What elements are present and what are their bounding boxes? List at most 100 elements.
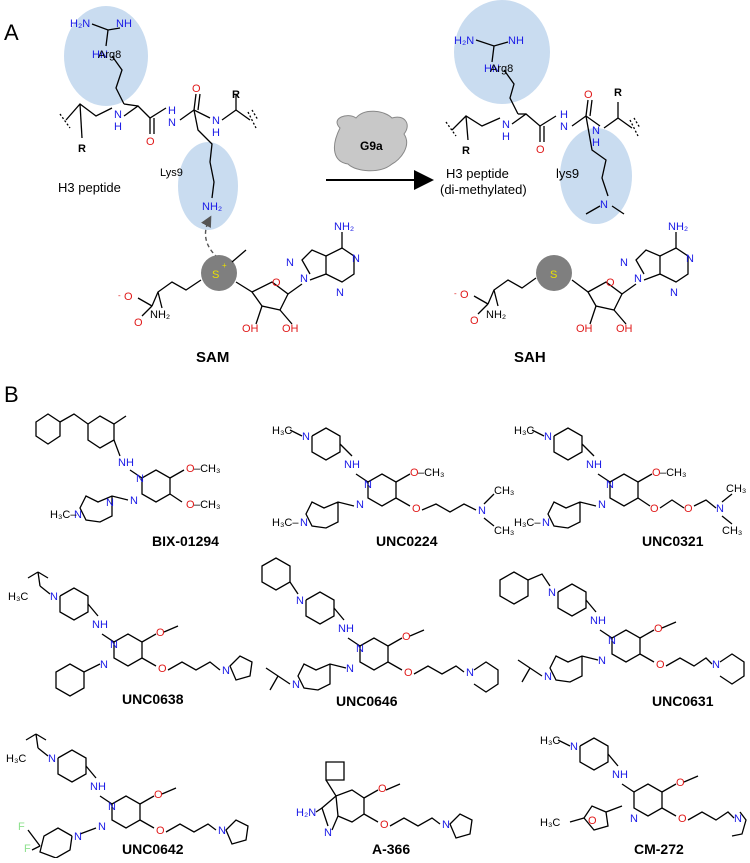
svg-text:O: O — [460, 289, 469, 301]
svg-text:N: N — [598, 655, 606, 667]
svg-text:O: O — [654, 623, 663, 635]
svg-text:N: N — [364, 479, 372, 491]
svg-text:O: O — [378, 783, 387, 795]
compound-name: UNC0321 — [642, 533, 704, 549]
lys9-highlight-product — [560, 128, 632, 224]
svg-text:N: N — [634, 273, 642, 285]
compound-name: UNC0638 — [122, 691, 184, 707]
svg-text:CH₃: CH₃ — [726, 483, 746, 495]
svg-text:OH: OH — [282, 323, 299, 335]
compound-structure-a366: H₂N N O O N — [296, 761, 473, 839]
svg-text:N: N — [620, 257, 628, 269]
svg-text:H₃C: H₃C — [6, 753, 26, 765]
svg-text:CH₃: CH₃ — [494, 525, 514, 537]
svg-text:N: N — [544, 671, 552, 683]
svg-text:N: N — [548, 587, 556, 599]
svg-text:N: N — [544, 431, 552, 443]
svg-text:N: N — [110, 639, 118, 651]
compound-name: UNC0646 — [336, 693, 398, 709]
svg-text:F: F — [24, 843, 31, 855]
svg-text:O: O — [584, 89, 593, 101]
svg-text:OH: OH — [576, 323, 593, 335]
svg-text:N: N — [598, 499, 606, 511]
svg-text:O: O — [652, 467, 661, 479]
svg-text:R: R — [232, 89, 240, 101]
sah-label: SAH — [514, 349, 546, 366]
svg-text:–CH₃: –CH₃ — [418, 467, 445, 479]
svg-text:O: O — [272, 277, 281, 289]
panel-b-label: B — [4, 382, 19, 407]
svg-text:N: N — [606, 479, 614, 491]
svg-text:O: O — [186, 463, 195, 475]
h3-peptide-label: H3 peptide — [58, 180, 121, 195]
svg-text:N: N — [570, 741, 578, 753]
svg-text:O: O — [124, 291, 133, 303]
svg-text:N: N — [98, 821, 106, 833]
compound-structure-cm272: H₃C N NH N O O N O H₃C — [540, 735, 747, 837]
svg-text:H₃C: H₃C — [8, 591, 28, 603]
svg-text:N: N — [286, 257, 294, 269]
product-label-line2: (di-methylated) — [440, 182, 527, 197]
sam-structure: S + NH₂ O - O O OH OH N N NH₂ N N — [118, 221, 360, 335]
svg-text:N: N — [130, 495, 138, 507]
svg-text:S: S — [550, 269, 557, 281]
svg-text:NH: NH — [118, 457, 134, 469]
svg-text:O: O — [536, 144, 545, 156]
svg-text:N: N — [222, 665, 230, 677]
svg-text:O: O — [154, 789, 163, 801]
svg-text:O: O — [676, 777, 685, 789]
svg-text:H: H — [592, 137, 600, 149]
svg-text:+: + — [222, 261, 227, 270]
svg-text:N: N — [50, 591, 58, 603]
svg-text:N: N — [466, 667, 474, 679]
svg-text:N: N — [716, 503, 724, 515]
svg-text:O: O — [158, 663, 167, 675]
svg-text:N: N — [542, 517, 550, 529]
svg-text:O: O — [650, 503, 659, 515]
svg-text:N: N — [100, 659, 108, 671]
svg-text:H₃C: H₃C — [540, 735, 560, 747]
svg-text:O: O — [678, 813, 687, 825]
svg-text:N: N — [712, 659, 720, 671]
svg-text:CH₃: CH₃ — [722, 525, 742, 537]
svg-text:N: N — [630, 813, 638, 825]
svg-text:O: O — [134, 317, 143, 329]
svg-text:N: N — [592, 125, 600, 137]
compound-structure-unc0646: N NH N N O O N N — [261, 557, 499, 693]
lys9-label-right: lys9 — [556, 166, 579, 181]
svg-text:R: R — [78, 143, 86, 155]
svg-text:O: O — [588, 815, 597, 827]
svg-text:O: O — [402, 631, 411, 643]
svg-text:OH: OH — [616, 323, 633, 335]
compound-structure-unc0642: H₃C N NH N N O O N N F F — [6, 733, 249, 859]
compound-structure-unc0224: H₃C N NH N N O –CH₃ O N CH₃ CH₃ N H₃C– — [272, 425, 514, 537]
compound-name: CM-272 — [634, 841, 684, 857]
arg8-label-right: Arg8 — [490, 63, 513, 75]
svg-text:H: H — [114, 121, 122, 133]
svg-text:O: O — [380, 819, 389, 831]
svg-text:O: O — [146, 136, 155, 148]
compound-name: BIX-01294 — [152, 533, 219, 549]
svg-text:S: S — [212, 269, 219, 281]
svg-text:O: O — [606, 277, 615, 289]
svg-text:H: H — [502, 131, 510, 143]
svg-text:N: N — [352, 253, 360, 265]
svg-text:N: N — [560, 121, 568, 133]
panel-a-label: A — [4, 20, 19, 45]
compound-name: UNC0642 — [122, 841, 184, 857]
svg-text:N: N — [48, 753, 56, 765]
svg-text:N: N — [502, 119, 510, 131]
svg-text:OH: OH — [242, 323, 259, 335]
arg8-label-left: Arg8 — [98, 49, 121, 61]
svg-text:N: N — [74, 509, 82, 521]
svg-text:N: N — [356, 643, 364, 655]
svg-text:NH₂: NH₂ — [486, 309, 506, 321]
svg-text:H: H — [212, 127, 220, 139]
svg-text:H₃C–: H₃C– — [514, 517, 541, 529]
svg-text:HN: HN — [484, 63, 500, 75]
svg-text:N: N — [608, 635, 616, 647]
svg-text:NH₂: NH₂ — [334, 221, 354, 233]
svg-text:O: O — [186, 499, 195, 511]
svg-text:N: N — [356, 499, 364, 511]
svg-text:H₃C: H₃C — [540, 817, 560, 829]
